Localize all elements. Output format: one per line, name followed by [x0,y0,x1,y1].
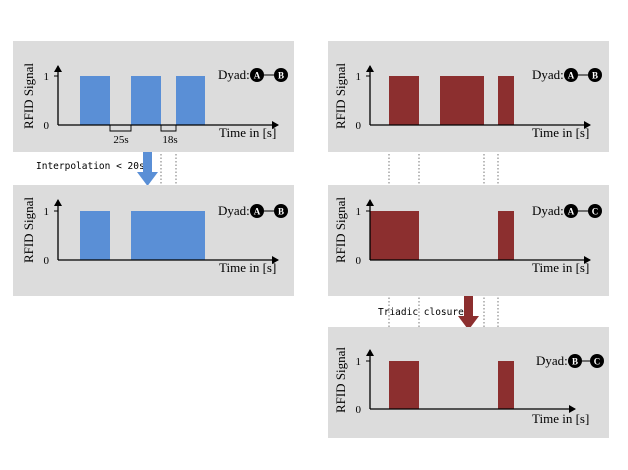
panel-5-dyad-bc: 1 0 RFID Signal Time in [s] Dyad: B C [328,327,609,438]
node-b-label: B [278,207,284,217]
x-axis-label: Time in [s] [532,411,589,426]
signal-bars [389,361,514,409]
signal-bar-1 [370,211,419,260]
x-axis-label: Time in [s] [219,125,276,140]
signal-bars [80,211,205,260]
y-tick-label-0: 0 [356,120,362,132]
node-c [590,354,604,368]
y-tick-label-1: 1 [356,206,362,218]
signal-bar-3 [498,76,514,125]
y-axis-label: RFID Signal [21,63,36,129]
y-tick-label-1: 1 [44,71,50,83]
panel-4-dyad-ac: 1 0 RFID Signal Time in [s] Dyad: A C [328,185,609,296]
node-a-label: A [254,71,261,81]
y-tick-label-1: 1 [44,206,50,218]
signal-bars [370,211,514,260]
node-b-label: B [278,71,284,81]
node-b-label: B [592,71,598,81]
triadic-closure-arrow [458,296,479,330]
node-b [588,68,602,82]
node-a-label: A [254,207,261,217]
dyad-label: Dyad: A B [218,67,288,82]
dyad-label: Dyad: A B [532,67,602,82]
node-a [250,204,264,218]
triadic-closure-label: Triadic closure [378,307,464,318]
y-axis-label: RFID Signal [333,197,348,263]
signal-bar-1 [389,76,419,125]
y-axis-label: RFID Signal [333,347,348,413]
y-tick-label-1: 1 [356,71,362,83]
gap-bracket-2 [160,125,177,132]
signal-bar-1 [80,76,110,125]
gap-brackets: 25s 18s [109,125,178,146]
node-c-label: C [594,357,601,367]
dyad-prefix: Dyad: [536,353,568,368]
signal-bar-2 [440,76,484,125]
signal-bar-1 [389,361,419,409]
panel-background [328,327,609,438]
node-a [564,204,578,218]
node-a [564,68,578,82]
node-b [568,354,582,368]
dyad-label: Dyad: A C [532,203,602,218]
signal-bar-1 [80,211,110,260]
y-axis-label: RFID Signal [333,63,348,129]
panel-1-dyad-ab-raw: 1 0 RFID Signal Time in [s] Dyad: A B 25… [13,41,294,152]
node-a-label: A [568,71,575,81]
dyad-label: Dyad: B C [536,353,604,368]
triadic-closure-step: Triadic closure [378,296,479,330]
node-b [274,204,288,218]
node-c [588,204,602,218]
signal-bar-2 [131,211,205,260]
signal-bar-2 [498,211,514,260]
gap-label-2: 18s [162,134,177,146]
gap-bracket-1 [109,125,132,132]
node-a [250,68,264,82]
interpolation-step: Interpolation < 20s [36,152,158,186]
signal-bar-2 [131,76,161,125]
x-axis-label: Time in [s] [532,125,589,140]
gap-label-1: 25s [113,134,128,146]
signal-bars [389,76,514,125]
dyad-prefix: Dyad: [532,203,564,218]
node-a-label: A [568,207,575,217]
node-b [274,68,288,82]
dyad-label: Dyad: A B [218,203,288,218]
node-b-label: B [572,357,578,367]
y-axis-label: RFID Signal [21,197,36,263]
x-axis-label: Time in [s] [219,260,276,275]
y-tick-label-1: 1 [356,356,362,368]
y-tick-label-0: 0 [356,255,362,267]
y-tick-label-0: 0 [44,120,50,132]
panel-2-dyad-ab-interpolated: 1 0 RFID Signal Time in [s] Dyad: A B [13,185,294,296]
dyad-prefix: Dyad: [218,67,250,82]
interpolation-arrow [137,152,158,186]
signal-bar-2 [498,361,514,409]
dyad-prefix: Dyad: [532,67,564,82]
panel-3-dyad-ab: 1 0 RFID Signal Time in [s] Dyad: A B [328,41,609,152]
x-axis-label: Time in [s] [532,260,589,275]
interpolation-label: Interpolation < 20s [36,161,145,172]
signal-bar-3 [176,76,205,125]
signal-bars [80,76,205,125]
y-tick-label-0: 0 [44,255,50,267]
y-tick-label-0: 0 [356,404,362,416]
dyad-prefix: Dyad: [218,203,250,218]
node-c-label: C [592,207,599,217]
